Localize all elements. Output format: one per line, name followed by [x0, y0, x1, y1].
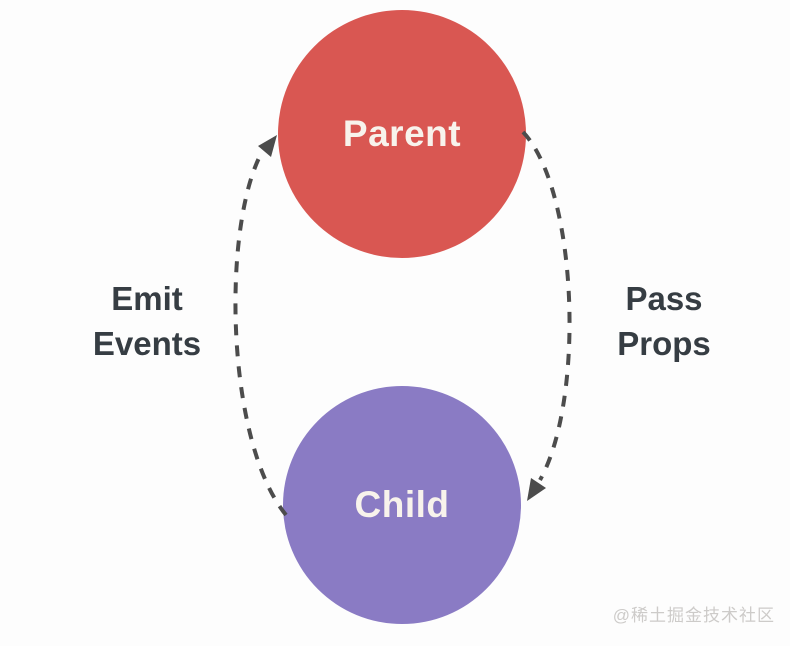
emit-events-arrowhead-icon	[258, 135, 277, 157]
pass-props-arrowhead-icon	[527, 478, 546, 501]
watermark: @稀土掘金技术社区	[612, 606, 775, 625]
pass-props-label: Pass Props	[554, 276, 774, 366]
pass-props-label-line1: Pass	[625, 280, 703, 317]
pass-props-label-line2: Props	[617, 325, 711, 362]
parent-node-circle	[278, 10, 526, 258]
pass-props-arc	[521, 130, 572, 481]
emit-events-label-line2: Events	[92, 325, 202, 362]
emit-events-label-line1: Emit	[111, 280, 183, 317]
emit-events-arc	[233, 151, 288, 517]
child-node-circle	[283, 386, 521, 624]
emit-events-label: Emit Events	[37, 276, 257, 366]
